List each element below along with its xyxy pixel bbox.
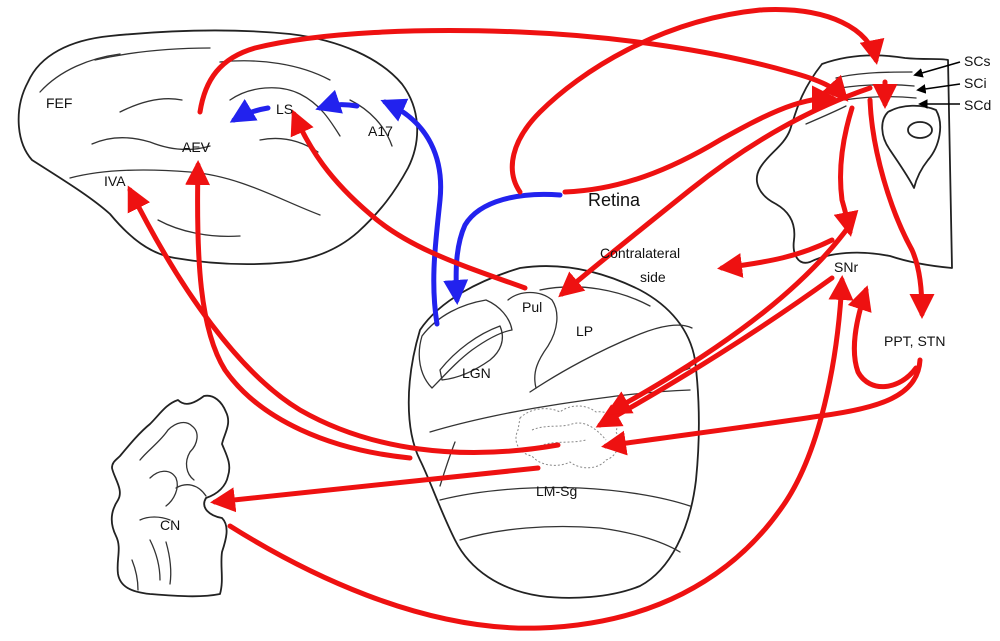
red-arrow-sc-to-ppt — [867, 97, 935, 319]
label-fef: FEF — [46, 95, 72, 111]
red-arrow-pul-to-ls — [290, 109, 528, 291]
lm-sg-region — [515, 405, 620, 469]
red-arrow-lmsg-to-aev — [185, 160, 413, 461]
label-ppt-stn: PPT, STN — [884, 333, 945, 349]
cortex-outline — [17, 29, 419, 265]
superior-colliculus-section — [755, 54, 953, 269]
red-arrow-aev-to-sc — [197, 28, 849, 115]
blue-arrow-lgn-to-a17 — [380, 98, 444, 327]
red-arrow-lmsg-to-cn — [210, 465, 541, 513]
red-arrow-snr-to-lmsg-2 — [605, 222, 853, 415]
label-ls: LS — [276, 101, 293, 117]
red-arrow-sc-to-snr — [833, 105, 859, 237]
label-cn: CN — [160, 517, 180, 533]
red-arrow-retina-to-sc — [562, 85, 837, 195]
label-lm-sg: LM-Sg — [536, 483, 577, 499]
label-iva: IVA — [104, 173, 126, 189]
label-lp: LP — [576, 323, 593, 339]
sc-layer-pointers — [913, 61, 961, 109]
label-scs: SCs — [964, 53, 990, 69]
thalamus-section — [407, 265, 700, 599]
red-arrow-loop-to-scs — [509, 7, 885, 195]
label-scd: SCd — [964, 97, 991, 113]
blue-pathways — [229, 89, 563, 327]
red-arrow-ppt-to-snr — [847, 285, 919, 389]
blue-arrow-retina-to-lgn — [443, 191, 563, 305]
label-a17: A17 — [368, 123, 393, 139]
label-contralateral-side: side — [640, 269, 666, 285]
red-arrow-snr-to-lmsg-1 — [595, 275, 835, 428]
blue-arrow-a17-to-ls — [315, 89, 360, 114]
red-pathways — [127, 7, 935, 631]
red-arrow-sc-to-pul — [558, 85, 873, 298]
label-lgn: LGN — [462, 365, 491, 381]
labels: FEF IVA AEV LS A17 Retina Contralateral … — [46, 53, 991, 533]
label-aev: AEV — [182, 139, 211, 155]
blue-arrow-ls-to-aev — [229, 98, 271, 123]
label-contralateral: Contralateral — [600, 245, 680, 261]
red-arrow-lmsg-to-iva — [127, 185, 561, 455]
red-arrow-sc-to-contralateral — [717, 237, 835, 278]
label-pul: Pul — [522, 299, 542, 315]
label-retina: Retina — [588, 190, 641, 210]
red-arrow-ppt-to-lmsg — [601, 357, 923, 456]
label-sci: SCi — [964, 75, 987, 91]
label-snr: SNr — [834, 259, 858, 275]
caudate-section — [110, 394, 231, 598]
red-arrow-cn-to-snr — [227, 275, 854, 631]
